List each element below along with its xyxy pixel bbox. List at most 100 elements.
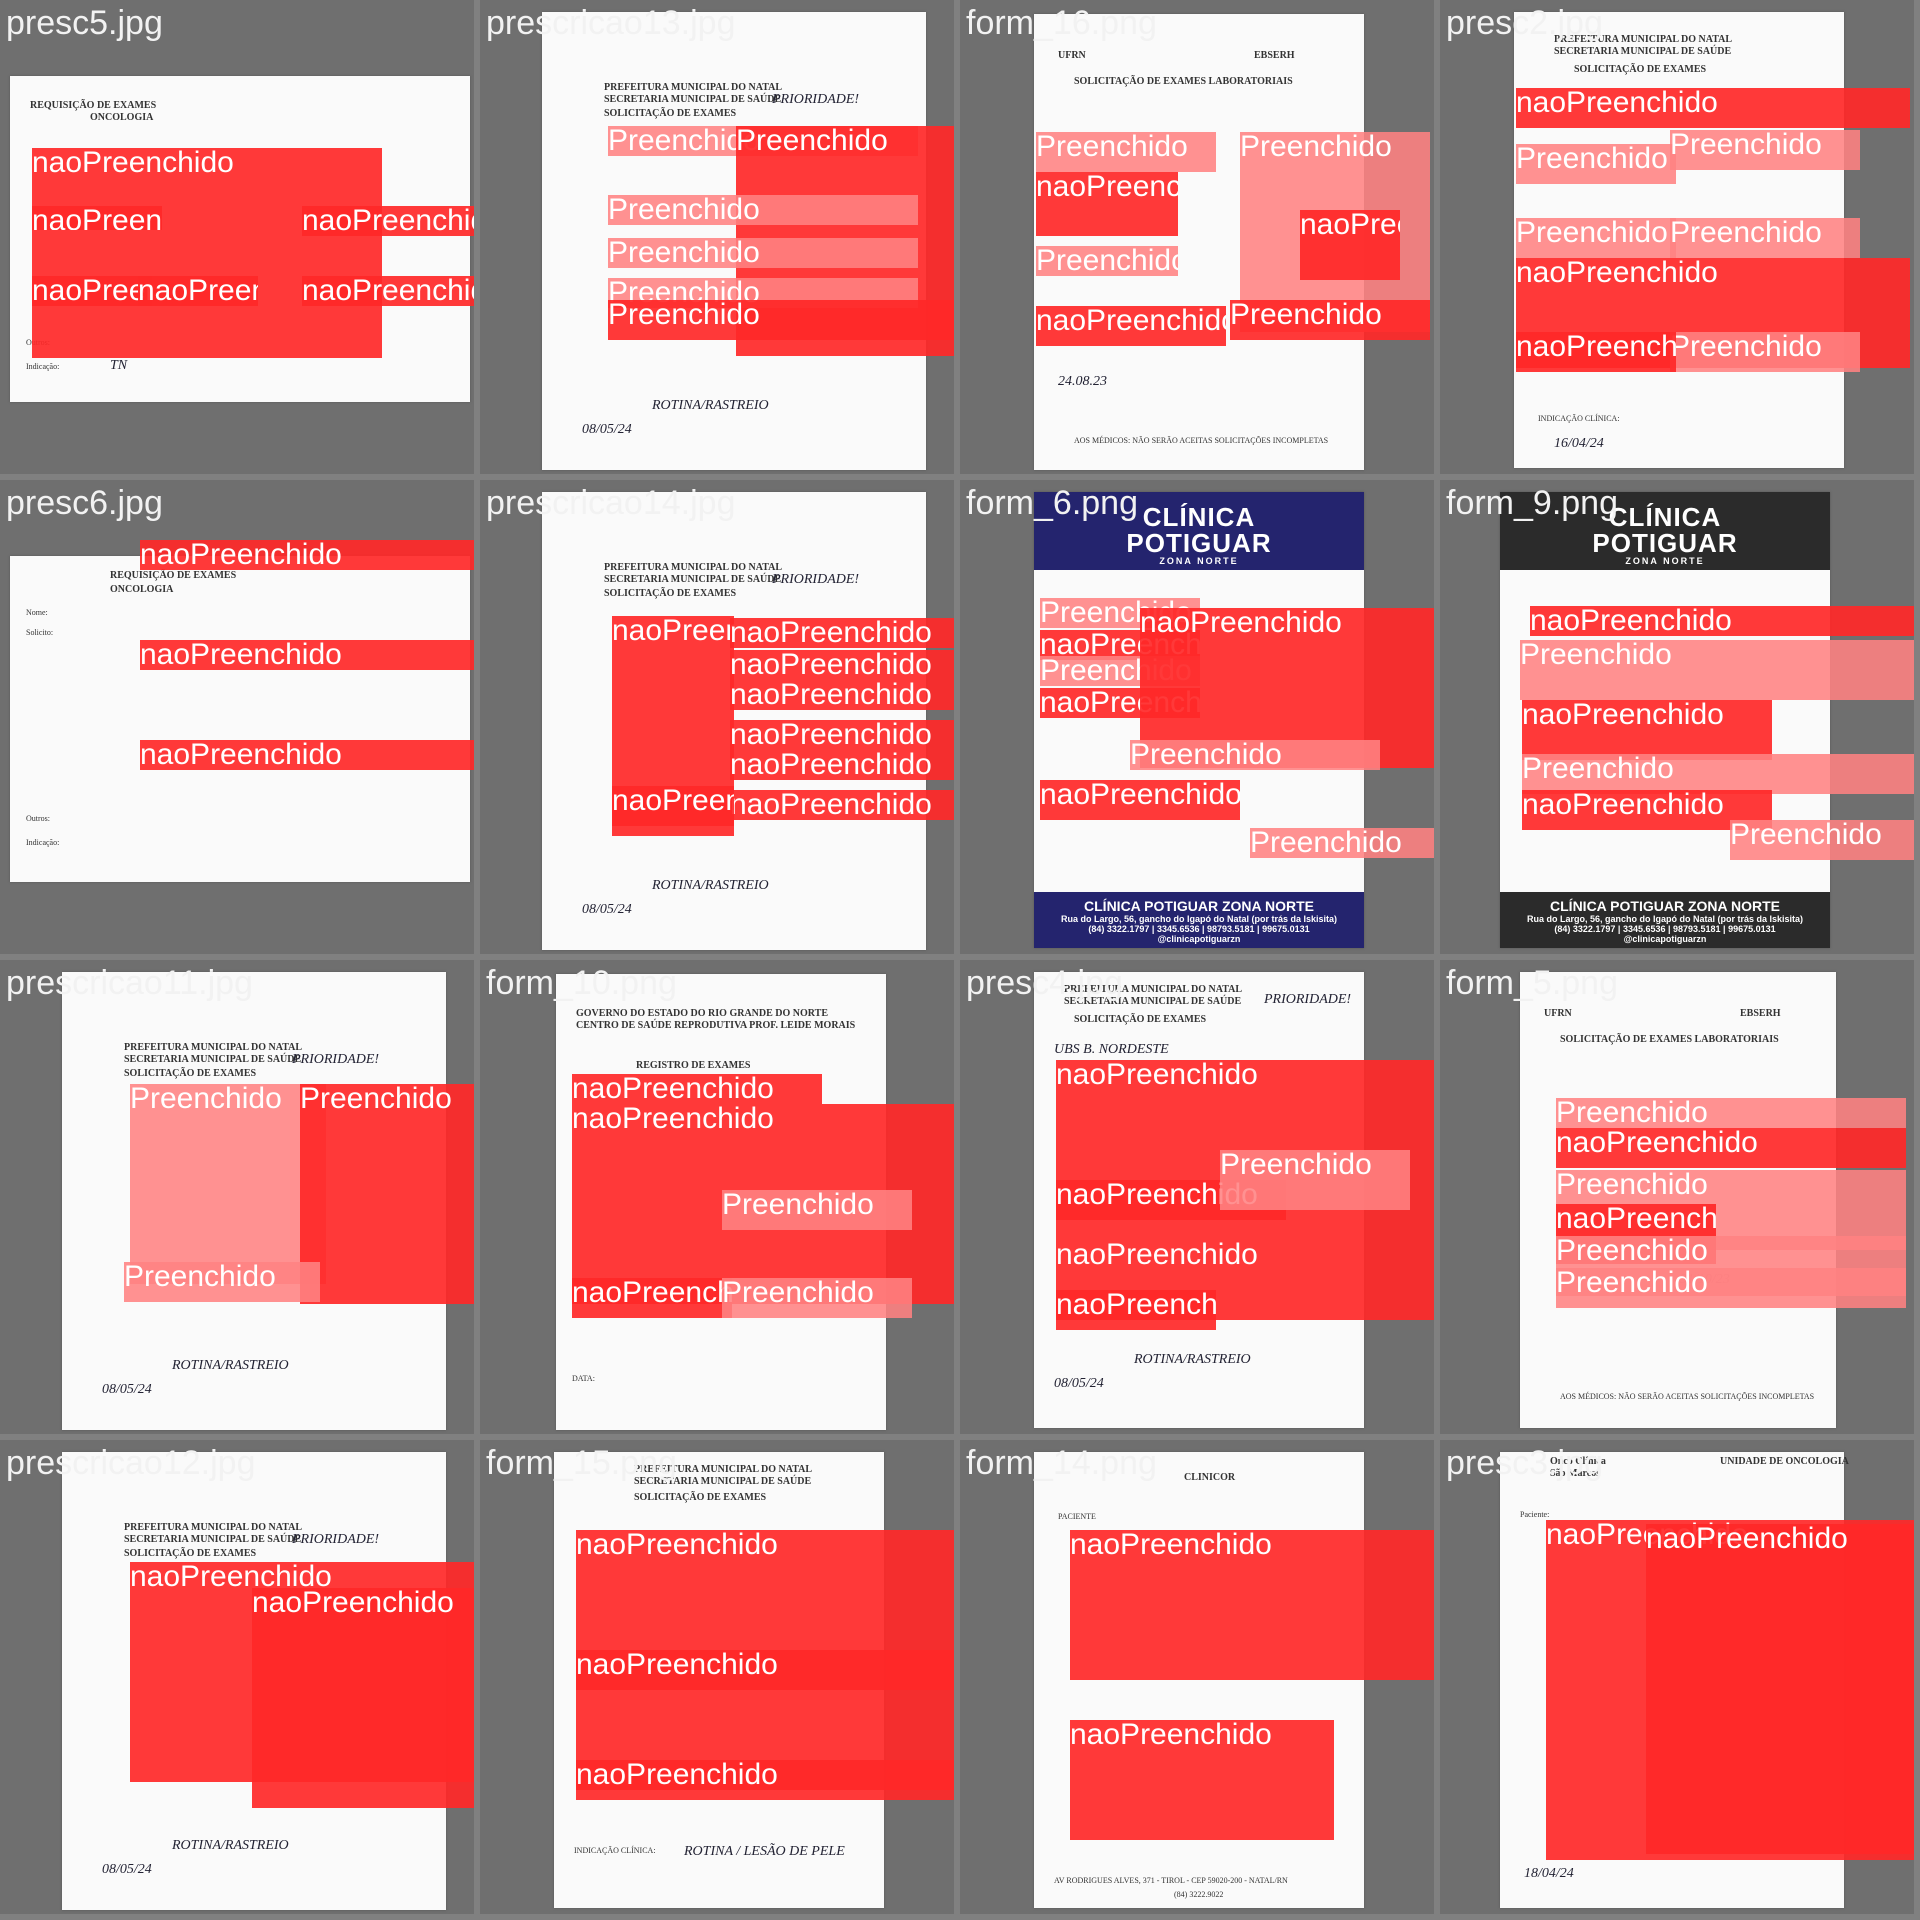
box-label: naoPreenchido <box>576 1530 778 1561</box>
grid-cell: GOVERNO DO ESTADO DO RIO GRANDE DO NORTE… <box>480 960 954 1434</box>
box-label: Preenchido <box>1036 246 1178 276</box>
form-text: AV RODRIGUES ALVES, 371 - TIROL - CEP 59… <box>1054 1876 1288 1885</box>
box-label: naoPreenchido <box>572 1104 774 1135</box>
box-label: naoPreenchido <box>730 650 932 680</box>
file-name-label: form_6.png <box>966 484 1138 522</box>
clinic-footer-title: CLÍNICA POTIGUAR ZONA NORTE <box>1550 898 1780 914</box>
naopreenchido-box: naoPreenchido <box>1530 606 1914 636</box>
naopreenchido-box: naoPreenchido <box>730 680 954 710</box>
form-text: SOLICITAÇÃO DE EXAMES LABORATORIAIS <box>1074 76 1293 87</box>
naopreenchido-box: naoPreenchido <box>1056 1240 1434 1320</box>
naopreenchido-box: naoPreenchido <box>1040 780 1240 820</box>
file-name-label: form_5.png <box>1446 964 1618 1002</box>
box-label: naoPreenchido <box>1056 1240 1258 1271</box>
form-text: ROTINA/RASTREIO <box>172 1838 289 1853</box>
naopreenchido-box: naoPreenchido <box>730 618 954 648</box>
file-name-label: prescricao14.jpg <box>486 484 736 522</box>
naopreenchido-box: naoPreenchido <box>612 786 734 826</box>
box-label: naoPreenchido <box>1036 172 1178 203</box>
naopreenchido-box: naoPreenchido <box>572 1278 732 1318</box>
box-label: Preenchido <box>1250 828 1402 858</box>
box-label: Preenchido <box>608 238 760 268</box>
box-label: naoPreenchido <box>730 720 932 750</box>
box-label: naoPreenchido <box>1056 1290 1216 1321</box>
preenchido-box: Preenchido <box>1556 1098 1906 1128</box>
form-text: INDICAÇÃO CLÍNICA: <box>1538 414 1620 423</box>
form-text: SECRETARIA MUNICIPAL DE SAÚDE <box>604 574 782 585</box>
naopreenchido-box: naoPreenchido <box>1300 210 1400 280</box>
form-text: Indicação: <box>26 362 60 371</box>
box-label: naoPreenchido <box>576 1760 778 1791</box>
clinic-footer-title: CLÍNICA POTIGUAR ZONA NORTE <box>1084 898 1314 914</box>
form-text: 08/05/24 <box>582 902 632 917</box>
form-text: UBS B. NORDESTE <box>1054 1042 1169 1057</box>
form-text: CLINICOR <box>1184 1472 1236 1483</box>
box-label: Preenchido <box>1670 332 1822 363</box>
form-text: 24.08.23 <box>1058 374 1107 389</box>
clinic-subtitle: ZONA NORTE <box>1625 556 1705 566</box>
form-text: PREFEITURA MUNICIPAL DO NATAL <box>1064 984 1243 995</box>
file-name-label: presc4.jpg <box>966 964 1123 1002</box>
naopreenchido-box: naoPreenchido <box>730 720 954 750</box>
naopreenchido-box: naoPreenchido <box>1556 1128 1906 1168</box>
preenchido-box: Preenchido <box>722 1278 912 1318</box>
box-label: Preenchido <box>1520 640 1672 671</box>
box-label: naoPreenchido <box>32 276 152 306</box>
form-text: SECRETARIA MUNICIPAL DE SAÚDE <box>124 1534 302 1545</box>
box-label: Preenchido <box>736 126 888 157</box>
naopreenchido-box: naoPreenchido <box>32 206 162 230</box>
clinic-footer-line: Rua do Largo, 56, gancho do Igapó do Nat… <box>1526 914 1804 924</box>
box-label: naoPreenchido <box>1070 1720 1272 1751</box>
preenchido-box: Preenchido <box>608 238 918 268</box>
box-label: naoPreenchido <box>1646 1524 1848 1555</box>
naopreenchido-box: naoPreenchido <box>1056 1290 1216 1330</box>
form-text: EBSERH <box>1254 50 1295 61</box>
form-text: REQUISIÇÃO DE EXAMES <box>30 100 157 111</box>
form-text: SOLICITAÇÃO DE EXAMES <box>124 1548 257 1559</box>
preenchido-box: Preenchido <box>1130 740 1380 770</box>
form-text: PREFEITURA MUNICIPAL DO NATAL <box>124 1042 303 1053</box>
box-label: Preenchido <box>1240 132 1392 163</box>
naopreenchido-box: naoPreenchido <box>1070 1530 1434 1680</box>
box-label: naoPreenchido <box>140 740 342 770</box>
form-text: 18/04/24 <box>1524 1866 1574 1881</box>
file-name-label: presc6.jpg <box>6 484 163 522</box>
box-label: Preenchido <box>1730 820 1882 851</box>
naopreenchido-box: naoPreenchido <box>1516 88 1910 128</box>
box-label: naoPreenchido <box>1516 88 1718 119</box>
box-label: naoPreenchido <box>1556 1128 1758 1159</box>
form-text: PRIORIDADE! <box>1264 992 1352 1007</box>
box-label: Preenchido <box>722 1190 874 1221</box>
clinic-name-2: POTIGUAR <box>1592 528 1738 558</box>
form-text: Solicito: <box>26 628 54 637</box>
form-text: SECRETARIA MUNICIPAL DE SAÚDE <box>1064 996 1242 1007</box>
naopreenchido-box: naoPreenchido <box>730 750 954 780</box>
preenchido-box: Preenchido <box>1670 130 1860 170</box>
box-label: naoPreenchido <box>730 790 932 820</box>
box-label: naoPreenchido <box>730 750 932 780</box>
clinic-subtitle: ZONA NORTE <box>1159 556 1239 566</box>
form-text: PREFEITURA MUNICIPAL DO NATAL <box>604 82 783 93</box>
form-text: Onco Clínica <box>1550 1456 1606 1467</box>
naopreenchido-box: naoPreenchido <box>140 640 474 670</box>
preenchido-box: Preenchido <box>1556 1268 1906 1308</box>
form-text: PREFEITURA MUNICIPAL DO NATAL <box>604 562 783 573</box>
naopreenchido-box: naoPreenchido <box>576 1650 954 1690</box>
preenchido-box: Preenchido <box>130 1084 326 1284</box>
box-label: naoPreenchido <box>576 1650 778 1681</box>
form-text: (84) 3222.9022 <box>1174 1890 1224 1899</box>
box-label: naoPreenchido <box>572 1074 774 1104</box>
form-text: ROTINA/RASTREIO <box>652 398 769 413</box>
form-text: 08/05/24 <box>582 422 632 437</box>
clinic-footer-line: Rua do Largo, 56, gancho do Igapó do Nat… <box>1060 914 1338 924</box>
box-label: Preenchido <box>1556 1098 1708 1128</box>
box-label: Preenchido <box>1516 218 1668 249</box>
clinic-footer-line: (84) 3322.1797 | 3345.6536 | 98793.5181 … <box>1554 924 1776 934</box>
box-label: Preenchido <box>1516 144 1668 175</box>
